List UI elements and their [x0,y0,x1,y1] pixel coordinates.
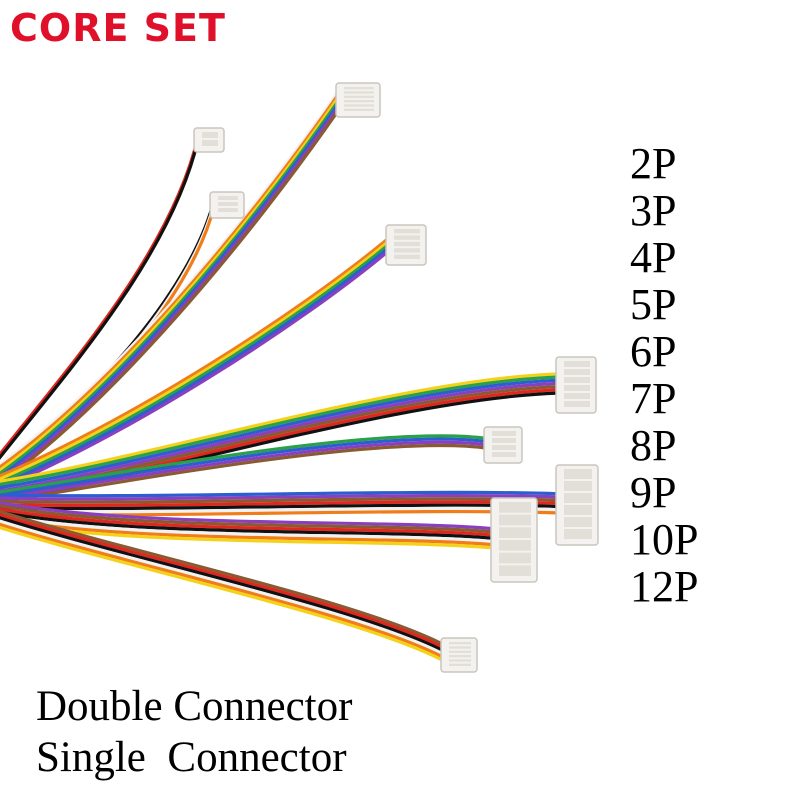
wire [0,510,497,540]
wire [0,248,392,491]
connector-slot [499,540,531,551]
connector-slot [492,438,516,443]
pin-option: 12P [630,562,699,611]
wire [0,434,490,494]
connector-slot [564,401,590,407]
connector-slot [499,565,531,576]
connector-slot [492,452,516,457]
connector-slot [394,254,420,259]
wire [0,238,392,481]
wire [0,513,497,544]
connector-slot [449,646,471,649]
wire [0,103,342,482]
connector-slot [218,202,238,206]
connector-slot [564,481,592,491]
connector-slot [344,87,374,90]
wire [0,501,497,531]
pin-option: 10P [630,515,699,564]
connector-slot [344,104,374,107]
wire [0,522,447,660]
connector-slot [564,505,592,515]
connector-slot [499,502,531,513]
wire [0,504,497,534]
wire [0,235,392,478]
wire [0,93,342,473]
pin-option: 7P [630,374,677,423]
pin-option: 5P [630,280,677,329]
connector-slot [394,229,420,234]
connector-slot [449,642,471,645]
wire [0,138,200,460]
pin-option: 3P [630,186,677,235]
connector-slot [394,248,420,253]
pin-option: 6P [630,327,677,376]
wire [0,519,447,657]
wire [0,375,562,487]
caption-single-connector: Single Connector [36,734,347,781]
wire [0,96,342,476]
pin-option: 4P [630,233,677,282]
connector-slot [564,361,590,367]
wire [0,443,490,504]
brand-logo: CORE SET [10,6,226,50]
connector-slot [202,132,218,138]
connector-slot [449,659,471,662]
connector-slot [492,445,516,450]
wire [0,106,342,485]
connector-slot [202,140,218,146]
pin-option: 8P [630,421,677,470]
connector-slot [449,663,471,666]
wire [0,241,392,484]
wire [0,516,447,654]
connector-slot [564,517,592,527]
wire [0,440,490,501]
connector-slot [344,108,374,111]
wire [0,100,342,479]
wire [0,509,447,647]
connector-slot [492,431,516,436]
pin-count-list: 2P 3P 4P 5P 6P 7P 8P 9P 10P 12P [630,140,698,610]
connector-slot [564,393,590,399]
connector-slot [344,100,374,103]
connector-slot [449,650,471,653]
connector-slot [394,241,420,247]
caption-double-connector: Double Connector [36,683,353,730]
connector-slot [564,377,590,383]
wire [0,490,562,498]
connector-slot [564,385,590,391]
wire [0,381,562,493]
connector-slot [564,369,590,375]
wire [0,507,497,537]
wire [0,372,562,483]
wire [0,378,562,490]
connector-slot [564,469,592,479]
pin-option: 2P [630,139,677,188]
pin-option: 9P [630,468,677,517]
connector-slot [218,196,238,200]
connector-slot [449,655,471,658]
connector-slot [218,208,238,212]
wire [0,525,447,663]
connector-slot [499,514,531,526]
connector-slot [499,527,531,538]
wire [0,493,562,501]
wire [0,513,447,651]
wire [0,245,392,488]
wire [0,437,490,497]
connector-slot [394,235,420,240]
connector-slot [344,91,374,94]
connector-slot [564,493,592,503]
connector-slot [499,552,531,564]
connector-slot [344,95,374,98]
wire [0,87,342,466]
connector-slot [564,529,592,539]
wire [0,90,342,469]
